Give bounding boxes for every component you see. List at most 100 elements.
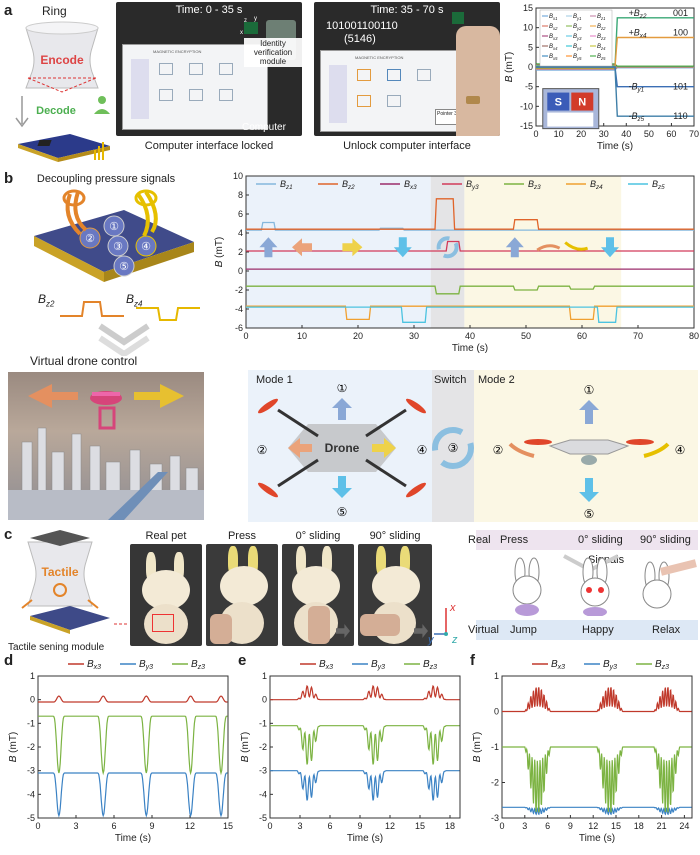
- x-tick-label: 15: [415, 821, 425, 831]
- photo1-caption: Computer interface locked: [144, 140, 274, 152]
- axis-y-c: y: [428, 634, 434, 646]
- y-tick-label: -2: [491, 778, 499, 788]
- screen-title-2: MAGNETIC ENCRYPTION: [355, 55, 404, 60]
- x-tick-label: 3: [297, 821, 302, 831]
- photo2-caption: Unlock computer interface: [343, 140, 471, 152]
- virtual-action-relax: Relax: [652, 624, 681, 636]
- binary-code: 101001100110: [326, 20, 398, 32]
- y-tick-label: 0: [30, 695, 35, 705]
- curve-arrow-left: [536, 244, 561, 252]
- x-tick-label: 21: [657, 821, 667, 831]
- decoupling-title: Decoupling pressure signals: [36, 173, 176, 185]
- legend-label: By3: [371, 659, 385, 671]
- computer-locked-photo: Time: 0 - 35 s MAGNETIC ENCRYPTION z y x…: [116, 2, 302, 136]
- y-tick-label: -2: [27, 742, 35, 752]
- y-tick-label: 1: [262, 671, 267, 681]
- pressure-pad-illustration: ① ② ③ ④ ⑤: [34, 189, 194, 282]
- signal-bz4-label: Bz4: [126, 292, 142, 308]
- direction-arrow: [342, 238, 363, 257]
- x-tick-label: 6: [545, 821, 550, 831]
- x-tick-label: 60: [666, 129, 676, 139]
- x-tick-label: 20: [576, 129, 586, 139]
- screen-cube-4: [159, 89, 173, 101]
- x-tick-label: 10: [554, 129, 564, 139]
- real-action-90-sliding: 90° sliding: [640, 534, 691, 546]
- virtual-label-c: Virtual: [468, 624, 499, 636]
- diag-num-2: ②: [257, 443, 268, 457]
- virtual-drone-label: Virtual drone control: [30, 354, 138, 368]
- legend-label: Bx3: [404, 179, 417, 191]
- diag-num-1b: ①: [584, 384, 595, 397]
- x-axis-label: Time (s): [579, 833, 615, 844]
- x-tick-label: 50: [521, 331, 531, 341]
- bunny-happy: [580, 557, 610, 616]
- annotation-label: -By1: [629, 82, 645, 94]
- legend-label: Bx5: [549, 54, 558, 61]
- y-tick-label: 0: [262, 695, 267, 705]
- series-Bx3: [38, 695, 228, 703]
- y-tick-label: -4: [259, 789, 267, 799]
- x-tick-label: 40: [465, 331, 475, 341]
- decimal-code: (5146): [344, 33, 376, 45]
- pad-button-3: ③: [113, 241, 123, 253]
- y-tick-label: -3: [491, 813, 499, 823]
- axis-x-label: x: [240, 30, 243, 36]
- screen-cube-active-4: [357, 95, 371, 107]
- screen-cube-active-1: [357, 69, 371, 81]
- x-tick-label: 0: [499, 821, 504, 831]
- screen-cube-2: [189, 63, 203, 75]
- x-tick-label: 70: [633, 331, 643, 341]
- legend-label: By1: [573, 14, 581, 21]
- svg-text:Tactile: Tactile: [41, 565, 78, 579]
- series-Bx3: [270, 684, 460, 701]
- y-axis-label: B (mT): [472, 732, 483, 763]
- y-tick-label: 6: [238, 209, 243, 219]
- panel-a-letter: a: [4, 2, 13, 19]
- annotation-code: 110: [673, 111, 687, 121]
- virtual-bunnies: [512, 554, 697, 616]
- magnet-n-label: N: [578, 97, 586, 109]
- x-tick-label: 0: [533, 129, 538, 139]
- y-tick-label: 0: [528, 62, 533, 72]
- direction-arrow: [601, 237, 619, 258]
- computer-label: Computer: [242, 122, 286, 133]
- series-By3: [246, 240, 694, 252]
- diag-num-2b: ②: [493, 443, 504, 457]
- x-tick-label: 50: [644, 129, 654, 139]
- diag-num-4: ④: [417, 443, 428, 457]
- y-tick-label: -3: [27, 766, 35, 776]
- real-bar: [476, 530, 698, 550]
- mode2-shade: [464, 176, 622, 328]
- y-tick-label: 0: [494, 707, 499, 717]
- plush-photo-0-sliding: [282, 544, 354, 646]
- legend-label: Bx3: [319, 659, 333, 671]
- x-tick-label: 40: [621, 129, 631, 139]
- x-tick-label: 12: [185, 821, 195, 831]
- decoder-pcb-icon: [18, 134, 110, 162]
- legend-label: By3: [139, 659, 153, 671]
- y-axis-label: B (mT): [504, 52, 515, 83]
- bunny-relax: [642, 559, 697, 609]
- screen-cube-active-3: [417, 69, 431, 81]
- x-tick-label: 30: [409, 331, 419, 341]
- photo-title-press: Press: [227, 530, 257, 542]
- tactile-module-illustration: Tactile: [21, 530, 128, 634]
- axis-triad: z: [244, 18, 254, 28]
- x-tick-label: 6: [111, 821, 116, 831]
- series-Bz2: [246, 198, 694, 230]
- diag-num-4b: ④: [675, 443, 686, 457]
- legend-label: Bz3: [191, 659, 205, 671]
- signal-bz2-letter: B: [38, 292, 47, 306]
- screen-sidebar-2: [329, 65, 347, 123]
- x-tick-label: 60: [577, 331, 587, 341]
- real-label: Real: [468, 534, 491, 546]
- y-tick-label: -3: [259, 766, 267, 776]
- y-tick-label: -4: [27, 789, 35, 799]
- mode1-label: Mode 1: [256, 374, 293, 386]
- y-tick-label: -4: [235, 304, 243, 314]
- x-tick-label: 30: [599, 129, 609, 139]
- x-axis-label: Time (s): [115, 833, 151, 844]
